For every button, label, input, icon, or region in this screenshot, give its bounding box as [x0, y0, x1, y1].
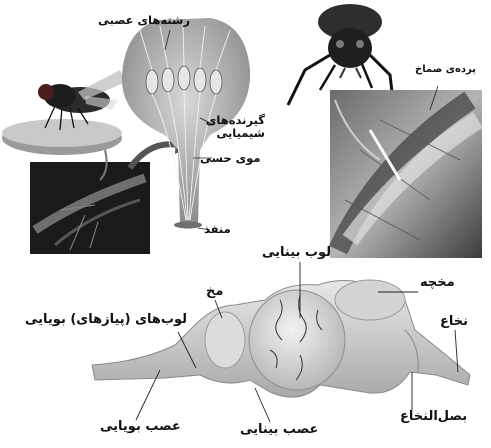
- label-cerebrum: مخ: [206, 285, 223, 300]
- beetle-illustration: [288, 4, 392, 105]
- label-optic-nerve: عصب بینایی: [240, 423, 318, 438]
- label-pore: منفذ: [204, 223, 231, 236]
- label-olfactory-lobes: لوب‌های (پیازهای) بویایی: [25, 313, 187, 328]
- label-eardrum: پرده‌ی صماخ: [415, 64, 476, 76]
- fish-brain-illustration: [92, 280, 470, 397]
- label-spinal-cord: نخاع: [440, 315, 468, 330]
- eardrum-photo: [330, 86, 482, 258]
- label-optic-lobe: لوب بینایی: [262, 246, 331, 261]
- label-cerebellum: مخچه: [420, 276, 455, 291]
- label-sensory-hair: موی حسی: [200, 152, 261, 165]
- label-nerve-fibers: رشته‌های عصبی: [98, 14, 190, 27]
- label-olfactory-nerve: عصب بویایی: [100, 420, 181, 435]
- label-medulla: بصل‌النخاع: [400, 410, 467, 425]
- fly-illustration: [2, 70, 126, 155]
- label-chemoreceptors: گیرنده‌های شیمیایی: [205, 114, 265, 140]
